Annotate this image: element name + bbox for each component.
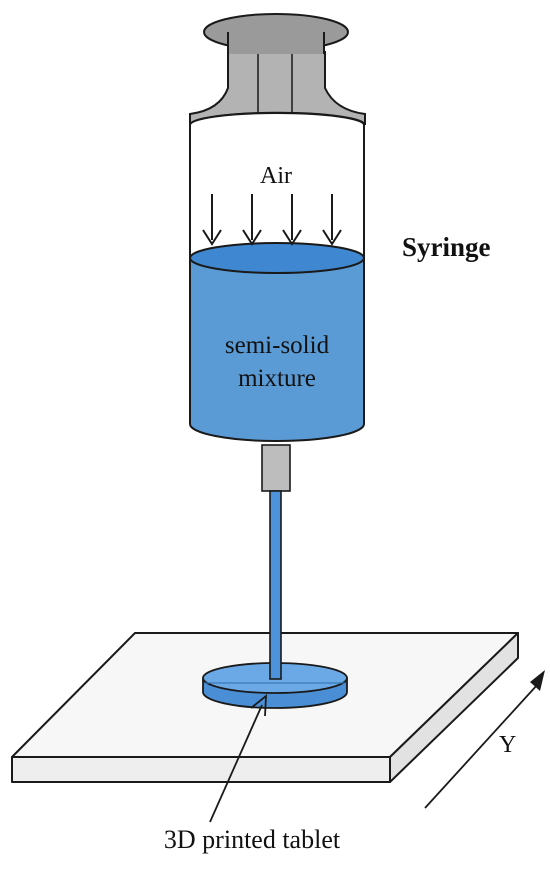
platform-front-face [11, 756, 391, 783]
air-label: Air [260, 163, 292, 189]
air-arrow [202, 194, 222, 246]
y-axis-label: Y [499, 732, 516, 758]
barrel-air-section [190, 125, 364, 258]
needle-hub [261, 444, 291, 492]
platform-side-face [389, 632, 519, 783]
mixture-label-line1: semi-solid [225, 332, 330, 359]
barrel-liquid [189, 257, 365, 442]
air-pressure-arrows [202, 194, 342, 246]
syringe-label: Syringe [402, 232, 491, 262]
needle-shaft [269, 490, 282, 680]
air-arrow [322, 194, 342, 246]
liquid-surface [189, 242, 365, 274]
syringe-barrel [189, 13, 366, 442]
air-arrow [282, 194, 302, 246]
syringe-needle [261, 444, 291, 680]
air-arrow [242, 194, 262, 246]
tablet-pointer-arrow [209, 694, 267, 823]
y-axis-arrow [424, 670, 545, 809]
tablet-label: 3D printed tablet [164, 825, 341, 854]
y-arrowhead [530, 670, 545, 691]
mixture-label-line2: mixture [238, 365, 316, 392]
